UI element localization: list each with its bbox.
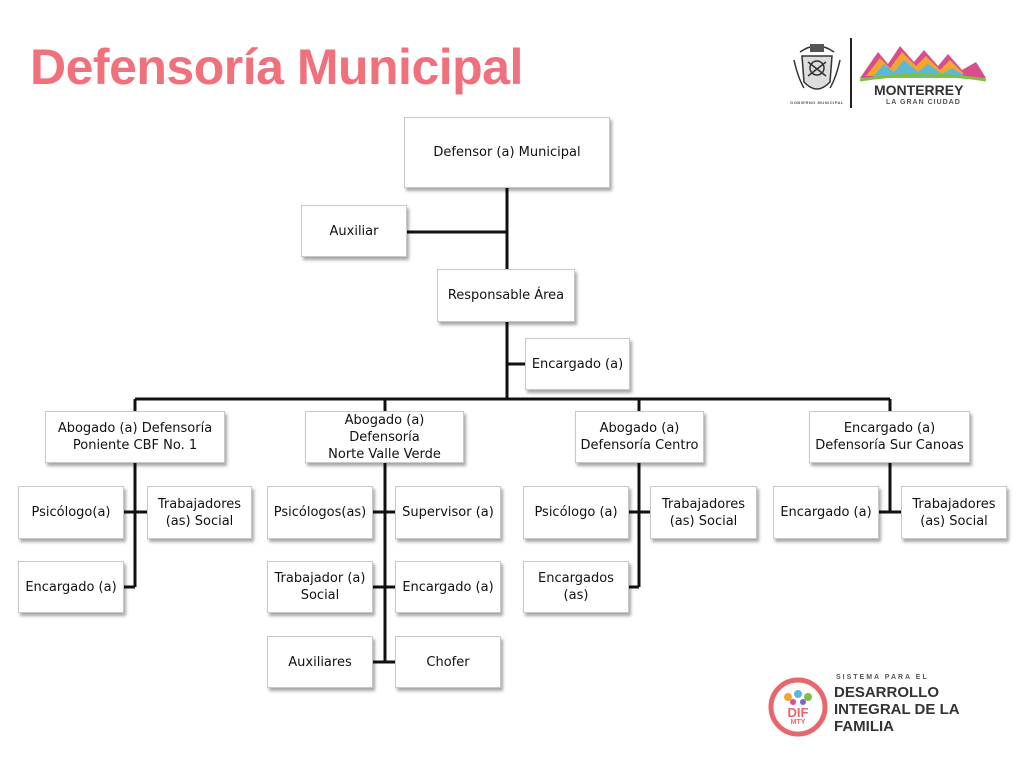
coat-of-arms-icon — [793, 44, 841, 90]
dif-badge: DIF — [787, 705, 809, 720]
encargado-top-box: Encargado (a) — [525, 338, 630, 390]
centro-encargados-box: Encargados (as) — [523, 561, 629, 613]
centro-head-box: Abogado (a) Defensoría Centro — [575, 411, 704, 463]
dif-family-icon — [768, 677, 828, 737]
page-title: Defensoría Municipal — [30, 39, 523, 95]
municipal-logos: GOBIERNO MUNICIPAL MONTERREY LA GRAN CIU… — [790, 38, 990, 110]
monterrey-mountain-icon — [859, 46, 987, 82]
defensor-box: Defensor (a) Municipal — [404, 117, 610, 188]
norte-auxiliares-box: Auxiliares — [267, 636, 373, 688]
logo-divider — [850, 38, 852, 108]
city-tagline: LA GRAN CIUDAD — [886, 99, 961, 106]
sur-head-box: Encargado (a) Defensoría Sur Canoas — [809, 411, 970, 463]
poniente-psicologo-box: Psicólogo(a) — [18, 486, 124, 539]
centro-psicologo-box: Psicólogo (a) — [523, 486, 629, 539]
norte-trabajador-box: Trabajador (a) Social — [267, 561, 373, 613]
norte-psicologos-box: Psicólogos(as) — [267, 486, 373, 539]
norte-supervisor-box: Supervisor (a) — [395, 486, 501, 539]
poniente-encargado-box: Encargado (a) — [18, 561, 124, 613]
responsable-box: Responsable Área — [437, 269, 575, 322]
poniente-trabajadores-box: Trabajadores (as) Social — [147, 486, 252, 539]
norte-head-box: Abogado (a) Defensoría Norte Valle Verde — [305, 411, 464, 463]
poniente-head-box: Abogado (a) Defensoría Poniente CBF No. … — [45, 411, 225, 463]
auxiliar-box: Auxiliar — [301, 205, 407, 257]
dif-badge-sub: MTY — [790, 719, 806, 726]
escudo-caption: GOBIERNO MUNICIPAL — [790, 100, 844, 105]
dif-logo: DIF MTY SISTEMA PARA EL DESARROLLO INTEG… — [768, 672, 1018, 742]
norte-encargado-box: Encargado (a) — [395, 561, 501, 613]
dif-name: DESARROLLO INTEGRAL DE LA FAMILIA — [834, 684, 960, 735]
city-name: MONTERREY — [874, 82, 964, 98]
sur-trabajadores-box: Trabajadores (as) Social — [901, 486, 1007, 539]
norte-chofer-box: Chofer — [395, 636, 501, 688]
dif-prefix: SISTEMA PARA EL — [836, 674, 929, 681]
sur-encargado-box: Encargado (a) — [773, 486, 879, 539]
centro-trabajadores-box: Trabajadores (as) Social — [650, 486, 757, 539]
